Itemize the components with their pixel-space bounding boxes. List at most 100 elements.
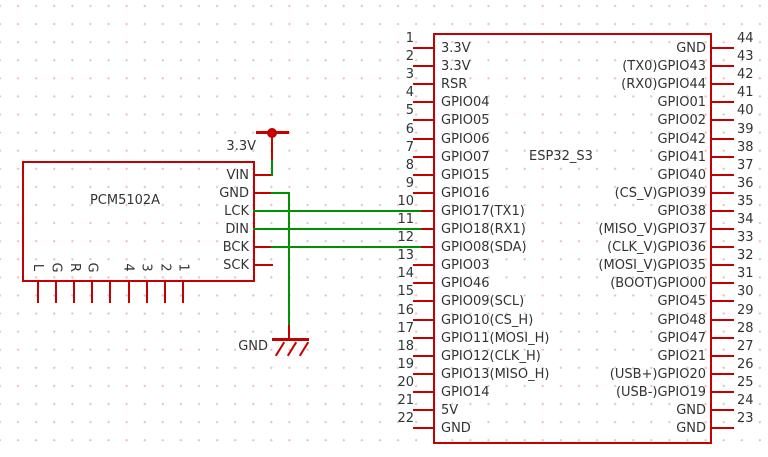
pcm5102a-bottom-pin-stub[interactable] (37, 282, 39, 303)
esp32-pin-name: GPIO40 (657, 167, 706, 183)
esp32-pin-stub-4[interactable] (413, 101, 433, 104)
esp32-pin-stub-31[interactable] (712, 282, 734, 285)
pcm5102a-bottom-pin-name: 1 (174, 254, 192, 280)
esp32-pin-stub-18[interactable] (413, 354, 433, 357)
esp32-pin-stub-30[interactable] (712, 300, 734, 303)
esp32-pin-number: 29 (737, 302, 754, 318)
esp32-symbol-body[interactable] (433, 33, 712, 444)
esp32-pin-stub-38[interactable] (712, 155, 734, 158)
pcm5102a-pin-name: BCK (222, 240, 249, 256)
pcm5102a-bottom-pin-name: 4 (120, 254, 138, 280)
esp32-pin-stub-21[interactable] (413, 409, 433, 411)
esp32-pin-number: 15 (397, 284, 414, 300)
esp32-pin-stub-35[interactable] (712, 209, 734, 212)
esp32-pin-stub-24[interactable] (712, 409, 734, 411)
pcm5102a-bottom-pin-stub[interactable] (127, 282, 130, 303)
wire-lck[interactable] (253, 210, 421, 212)
esp32-pin-number: 21 (397, 393, 414, 408)
pcm5102a-bottom-pin-stub[interactable] (163, 282, 166, 303)
wire-bck[interactable] (271, 246, 421, 248)
esp32-pin-number: 17 (397, 320, 414, 336)
esp32-pin-name: GPIO18(RX1) (441, 222, 526, 237)
pcm5102a-pin-name: GND (219, 185, 249, 201)
esp32-pin-name: (MOSI_V)GPIO35 (598, 258, 706, 274)
pcm5102a-bottom-pin-name-text: G (84, 261, 100, 273)
esp32-pin-stub-32[interactable] (712, 264, 734, 267)
esp32-pin-stub-40[interactable] (712, 119, 734, 122)
esp32-pin-stub-29[interactable] (712, 318, 734, 321)
esp32-pin-stub-19[interactable] (413, 372, 433, 375)
esp32-pin-number: 35 (737, 193, 754, 209)
esp32-pin-stub-20[interactable] (413, 390, 433, 393)
pcm5102a-bottom-pin-stub[interactable] (91, 282, 94, 303)
esp32-pin-stub-36[interactable] (712, 191, 734, 194)
wire-3v3-to-vin[interactable] (271, 160, 273, 176)
esp32-pin-stub-5[interactable] (413, 119, 433, 122)
esp32-pin-stub-6[interactable] (413, 137, 433, 140)
pcm5102a-pin-stub-vin[interactable] (253, 173, 273, 176)
pcm5102a-bottom-pin-name: 3 (138, 254, 156, 280)
esp32-pin-name: GND (676, 421, 706, 437)
esp32-pin-name: GPIO42 (657, 131, 706, 147)
esp32-pin-stub-13[interactable] (413, 264, 433, 267)
pcm5102a-bottom-pin-stub[interactable] (55, 282, 58, 303)
ground-stem[interactable] (288, 325, 290, 339)
esp32-pin-name: (RX0)GPIO44 (621, 77, 706, 93)
wire-din[interactable] (253, 228, 421, 230)
esp32-pin-stub-3[interactable] (413, 83, 433, 86)
esp32-pin-name: GPIO48 (657, 312, 706, 328)
pcm5102a-bottom-pin-stub[interactable] (145, 282, 148, 303)
wire-lck-pin-tail[interactable] (421, 210, 433, 212)
pcm5102a-title: PCM5102A (89, 193, 161, 208)
wire-gnd-horizontal[interactable] (271, 192, 290, 194)
pcm5102a-bottom-pin-name-text: 2 (157, 262, 173, 272)
esp32-pin-stub-44[interactable] (712, 47, 734, 49)
esp32-pin-stub-17[interactable] (413, 336, 433, 339)
esp32-pin-number: 26 (737, 356, 754, 372)
esp32-pin-stub-15[interactable] (413, 300, 433, 303)
esp32-pin-stub-9[interactable] (413, 191, 433, 194)
esp32-pin-stub-37[interactable] (712, 173, 734, 176)
pcm5102a-pin-stub-sck[interactable] (253, 264, 273, 267)
esp32-pin-stub-1[interactable] (413, 47, 433, 49)
esp32-pin-stub-7[interactable] (413, 155, 433, 158)
esp32-pin-name: GPIO04 (441, 95, 490, 111)
esp32-pin-stub-25[interactable] (712, 390, 734, 393)
esp32-pin-stub-41[interactable] (712, 101, 734, 104)
esp32-pin-stub-16[interactable] (413, 318, 433, 321)
pcm5102a-bottom-pin-stub[interactable] (109, 282, 112, 303)
wire-bck-pin-tail[interactable] (421, 246, 433, 248)
pcm5102a-bottom-pin-stub[interactable] (73, 282, 76, 303)
esp32-pin-number: 12 (397, 230, 414, 246)
wire-gnd-vertical[interactable] (288, 192, 290, 325)
esp32-pin-name: (USB-)GPIO19 (615, 384, 706, 400)
esp32-pin-number: 41 (737, 85, 754, 101)
esp32-pin-stub-33[interactable] (712, 246, 734, 249)
esp32-title: ESP32_S3 (529, 149, 593, 164)
esp32-pin-stub-8[interactable] (413, 173, 433, 176)
esp32-pin-stub-42[interactable] (712, 83, 734, 86)
pcm5102a-bottom-pin-stub[interactable] (181, 282, 184, 303)
esp32-pin-stub-23[interactable] (712, 427, 734, 430)
esp32-pin-stub-27[interactable] (712, 354, 734, 357)
pcm5102a-bottom-pin-name-text: R (66, 262, 82, 272)
pcm5102a-symbol-body[interactable] (22, 161, 255, 282)
power-3v3-stem[interactable] (271, 132, 273, 160)
esp32-pin-stub-2[interactable] (413, 65, 433, 68)
esp32-pin-name: GPIO15 (441, 167, 490, 183)
wire-din-pin-tail[interactable] (421, 228, 433, 230)
esp32-pin-name: 3.3V (441, 41, 471, 56)
esp32-pin-stub-28[interactable] (712, 336, 734, 339)
pcm5102a-pin-stub-gnd[interactable] (253, 191, 273, 194)
esp32-pin-stub-34[interactable] (712, 228, 734, 230)
esp32-pin-stub-39[interactable] (712, 137, 734, 140)
esp32-pin-stub-22[interactable] (413, 427, 433, 430)
pcm5102a-pin-stub-bck[interactable] (253, 246, 273, 249)
esp32-pin-stub-14[interactable] (413, 282, 433, 285)
esp32-pin-name: GPIO45 (657, 294, 706, 310)
esp32-pin-stub-26[interactable] (712, 372, 734, 375)
esp32-pin-name: GPIO41 (657, 149, 706, 165)
esp32-pin-stub-43[interactable] (712, 65, 734, 68)
esp32-pin-number: 18 (397, 338, 414, 354)
esp32-pin-number: 27 (737, 338, 754, 354)
